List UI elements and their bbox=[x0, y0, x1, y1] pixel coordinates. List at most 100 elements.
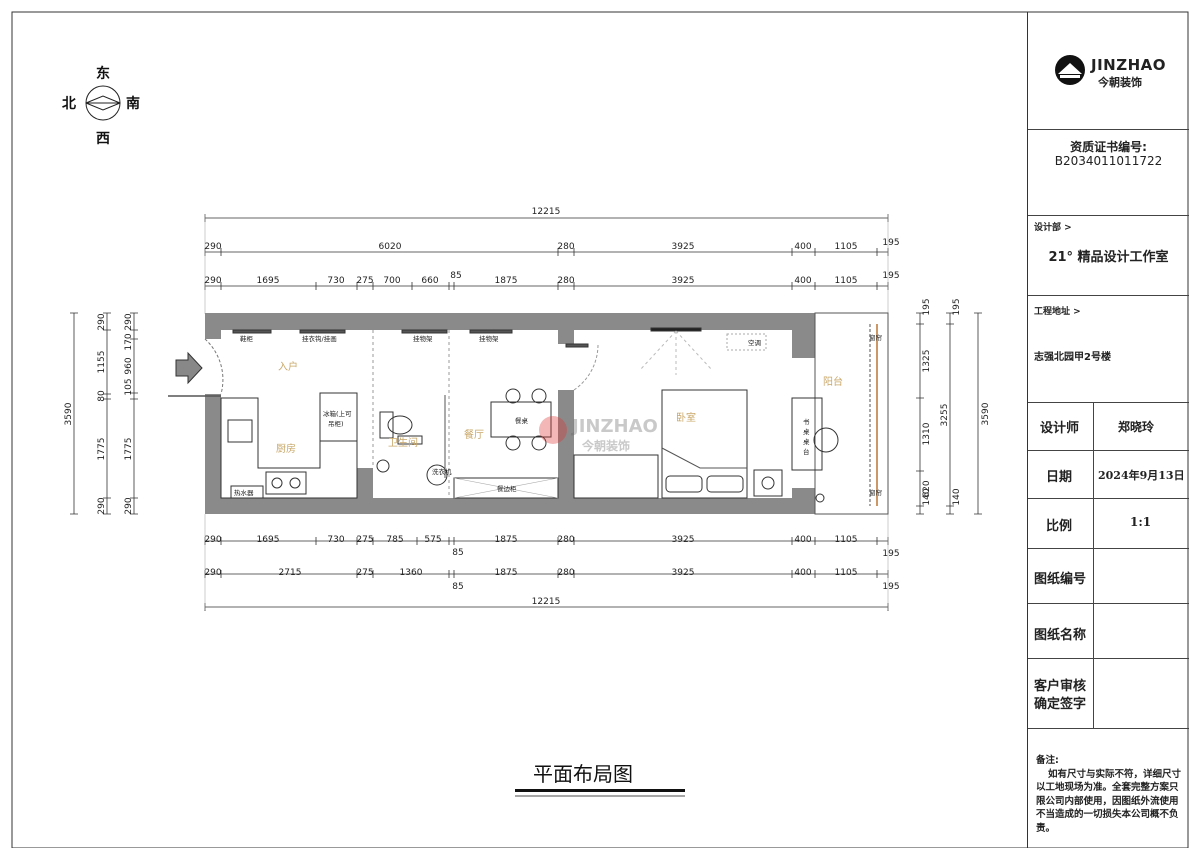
ac-box bbox=[726, 333, 767, 351]
room-label-entry: 入户 bbox=[278, 360, 298, 373]
watermark-cn: 今朝装饰 bbox=[581, 438, 630, 453]
kitchen-cooktop bbox=[265, 471, 307, 495]
dimension-lines bbox=[70, 214, 982, 611]
nightstand bbox=[753, 469, 783, 497]
client-label-cell: 客户审核 确定签字 bbox=[1028, 659, 1094, 728]
dining-door-swing bbox=[573, 343, 599, 391]
balcony-drain-icon bbox=[815, 493, 825, 503]
dim-text: 195 bbox=[952, 298, 962, 315]
toilet-bowl bbox=[387, 415, 413, 435]
date-label-cell: 日期 bbox=[1028, 451, 1094, 498]
dim-text: 960 bbox=[124, 357, 134, 374]
label-fridge-1: 冰箱(上可 bbox=[323, 409, 352, 418]
drawing-title: 平面布局图 bbox=[533, 762, 633, 786]
dim-text: 280 bbox=[557, 568, 574, 578]
room-label-dining: 餐厅 bbox=[464, 428, 484, 441]
cert-label: 资质证书编号: bbox=[1070, 140, 1147, 154]
dim-text: 3925 bbox=[672, 276, 695, 286]
client-label-1: 客户审核 bbox=[1034, 679, 1087, 694]
shower-drain-icon bbox=[376, 459, 390, 473]
dim-text: 85 bbox=[452, 582, 463, 592]
cert-cell: 资质证书编号: B2034011011722 bbox=[1028, 130, 1189, 216]
label-water-heater: 热水器 bbox=[234, 488, 254, 497]
sideboard bbox=[453, 477, 559, 499]
label-desk-4: 台 bbox=[803, 447, 810, 456]
company-logo-icon bbox=[1055, 55, 1085, 85]
label-curtain-bottom: 窗帘 bbox=[869, 488, 883, 497]
dept-label: 设计部 > bbox=[1034, 223, 1072, 233]
chair-icon bbox=[505, 435, 521, 451]
dim-text: 1360 bbox=[400, 568, 423, 578]
wall-partition-kitchen bbox=[357, 468, 373, 514]
wall-west-lower bbox=[205, 394, 221, 514]
furniture bbox=[220, 327, 839, 503]
label-sideboard: 餐边柜 bbox=[497, 484, 517, 493]
dim-text: 3925 bbox=[672, 535, 695, 545]
dining-table bbox=[490, 401, 552, 438]
ac-unit bbox=[650, 327, 702, 332]
client-label-2: 确定签字 bbox=[1034, 697, 1087, 712]
chair-icon bbox=[531, 388, 547, 404]
dim-text: 290 bbox=[124, 497, 134, 514]
room-label-bathroom: 卫生间 bbox=[388, 436, 418, 449]
shoe-cabinet bbox=[232, 329, 272, 334]
address-cell: 工程地址 > 志强北园甲2号楼 bbox=[1028, 296, 1189, 403]
watermark-brand: JINZHAO bbox=[570, 416, 658, 437]
label-desk-2: 桌 bbox=[803, 427, 810, 436]
designer-label: 设计师 bbox=[1040, 421, 1080, 436]
wall-shelf-2 bbox=[469, 329, 513, 334]
dim-text: 730 bbox=[327, 535, 344, 545]
dim-text: 1695 bbox=[257, 535, 280, 545]
label-wall-shelf-1: 挂物架 bbox=[413, 334, 433, 343]
drawing-name-cell: 图纸名称 bbox=[1028, 604, 1189, 659]
logo-cell: JINZHAO 今朝装饰 bbox=[1028, 12, 1189, 130]
dim-text: 1310 bbox=[922, 422, 932, 445]
label-fridge-2: 吊柜) bbox=[328, 419, 344, 428]
dim-text: 785 bbox=[386, 535, 403, 545]
dim-text: 3590 bbox=[981, 402, 991, 425]
room-labels: 入户 厨房 卫生间 餐厅 卧室 阳台 bbox=[276, 360, 843, 455]
date-value: 2024年9月13日 bbox=[1098, 469, 1185, 482]
dim-text: 80 bbox=[97, 390, 107, 402]
wall-bedroom-balcony-bottom bbox=[792, 488, 815, 514]
bed-blanket bbox=[661, 447, 747, 469]
label-curtain-top: 窗帘 bbox=[869, 333, 883, 342]
compass-needle-upper bbox=[85, 95, 121, 104]
dim-text: 1875 bbox=[495, 568, 518, 578]
dim-top-total: 12215 bbox=[532, 207, 561, 217]
dim-text: 6020 bbox=[379, 242, 402, 252]
room-label-kitchen: 厨房 bbox=[276, 442, 296, 455]
entry-door bbox=[168, 338, 224, 397]
compass: 东 北 南 西 bbox=[62, 65, 140, 147]
label-desk-3: 桌 bbox=[803, 437, 810, 446]
dim-text: 290 bbox=[97, 497, 107, 514]
compass-needle-lower bbox=[85, 102, 121, 111]
pillow bbox=[706, 475, 744, 493]
chair-icon bbox=[531, 435, 547, 451]
date-label: 日期 bbox=[1046, 470, 1073, 485]
dim-text: 290 bbox=[204, 535, 221, 545]
client-cell: 客户审核 确定签字 bbox=[1028, 659, 1189, 729]
wall-south bbox=[205, 498, 815, 514]
drawing-title-group: 平面布局图 bbox=[515, 762, 685, 797]
dimension-texts-vertical: 3590 290 1155 80 1775 290 290 170 960 10… bbox=[64, 298, 991, 514]
drawing-no-label: 图纸编号 bbox=[1034, 572, 1087, 587]
drawing-name-label: 图纸名称 bbox=[1034, 628, 1087, 643]
scale-value: 1:1 bbox=[1130, 515, 1152, 529]
desk bbox=[791, 397, 823, 471]
dim-text: 3590 bbox=[64, 402, 74, 425]
dim-text: 140 bbox=[922, 488, 932, 505]
dim-text: 195 bbox=[882, 271, 899, 281]
dim-text: 2715 bbox=[279, 568, 302, 578]
burner-icon bbox=[271, 477, 283, 489]
dim-text: 620 bbox=[922, 480, 932, 497]
scale-cell: 比例 1:1 bbox=[1028, 499, 1189, 549]
dim-text: 400 bbox=[794, 568, 811, 578]
dim-bottom-total: 12215 bbox=[532, 597, 561, 607]
dim-text: 140 bbox=[952, 488, 962, 505]
walls bbox=[205, 313, 815, 514]
dining-door bbox=[565, 343, 589, 348]
address-value: 志强北园甲2号楼 bbox=[1034, 352, 1111, 363]
label-desk-1: 书 bbox=[803, 417, 810, 426]
bed bbox=[661, 389, 748, 499]
